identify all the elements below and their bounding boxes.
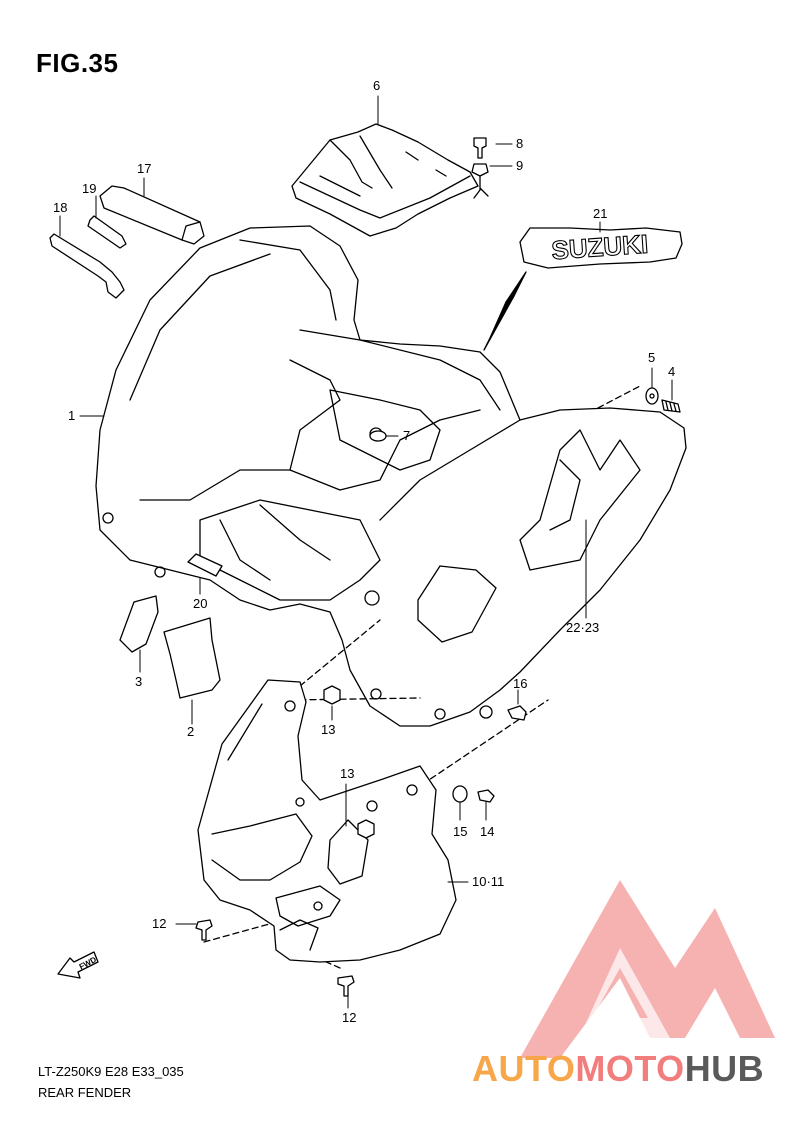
fwd-arrow-icon [57,951,99,979]
callout-9: 9 [516,158,524,173]
callout-21: 21 [593,206,608,221]
part-9-collar [471,163,489,199]
callout-22-23: 22·23 [566,620,600,635]
callout-15: 15 [453,824,468,839]
part-1-rear-fender [95,225,687,727]
callout-13-lower: 13 [340,766,355,781]
part-12-screw-bottom [337,975,355,997]
part-10-11-mud-guard [197,679,457,963]
callout-10-11: 10·11 [472,874,505,889]
part-16-screw [507,705,527,721]
callout-leaders [59,95,673,1009]
part-18-wrench [49,233,125,299]
part-14-screw [477,789,495,803]
callout-2: 2 [187,724,195,739]
watermark-text: AUTOMOTOHUB [472,1048,764,1090]
callout-12-bottom: 12 [342,1010,357,1025]
callout-14: 14 [480,824,495,839]
watermark-part-auto: AUTO [472,1048,576,1089]
decal-arrow [483,271,527,351]
part-4-bolt [661,399,681,413]
callout-5: 5 [648,350,656,365]
part-21-suzuki-decal [519,227,683,269]
part-6-box-lid [291,123,479,237]
callout-16: 16 [513,676,528,691]
watermark-part-hub: HUB [684,1048,765,1089]
callout-8: 8 [516,136,524,151]
callout-18: 18 [53,200,68,215]
part-2-plate [163,617,221,699]
part-3-plate [119,595,159,653]
automotohub-logo [520,880,775,1058]
callout-17: 17 [137,161,152,176]
part-15-washer [452,785,468,803]
callout-1: 1 [68,408,76,423]
part-8-bolt [473,137,487,159]
watermark-part-moto: MOTO [575,1048,685,1089]
callout-20: 20 [193,596,208,611]
callout-7: 7 [403,428,411,443]
part-20-pad [187,553,223,577]
part-5-washer [645,387,659,405]
decal-text: SUZUKI [550,229,649,266]
callout-13-upper: 13 [321,722,336,737]
part-7-grommet [369,430,387,442]
figure-code: LT-Z250K9 E28 E33_035 [38,1064,184,1079]
part-17-tool-bag [99,185,205,245]
callout-12-left: 12 [152,916,167,931]
figure-name: REAR FENDER [38,1085,132,1100]
part-19-tool [87,215,127,249]
part-13-screw-upper [323,685,341,705]
part-13-screw-lower [357,819,375,839]
callout-6: 6 [373,78,381,93]
part-12-screw-left [195,919,213,941]
callout-4: 4 [668,364,676,379]
callout-3: 3 [135,674,143,689]
figure-title: FIG.35 [36,48,119,78]
callout-19: 19 [82,181,97,196]
